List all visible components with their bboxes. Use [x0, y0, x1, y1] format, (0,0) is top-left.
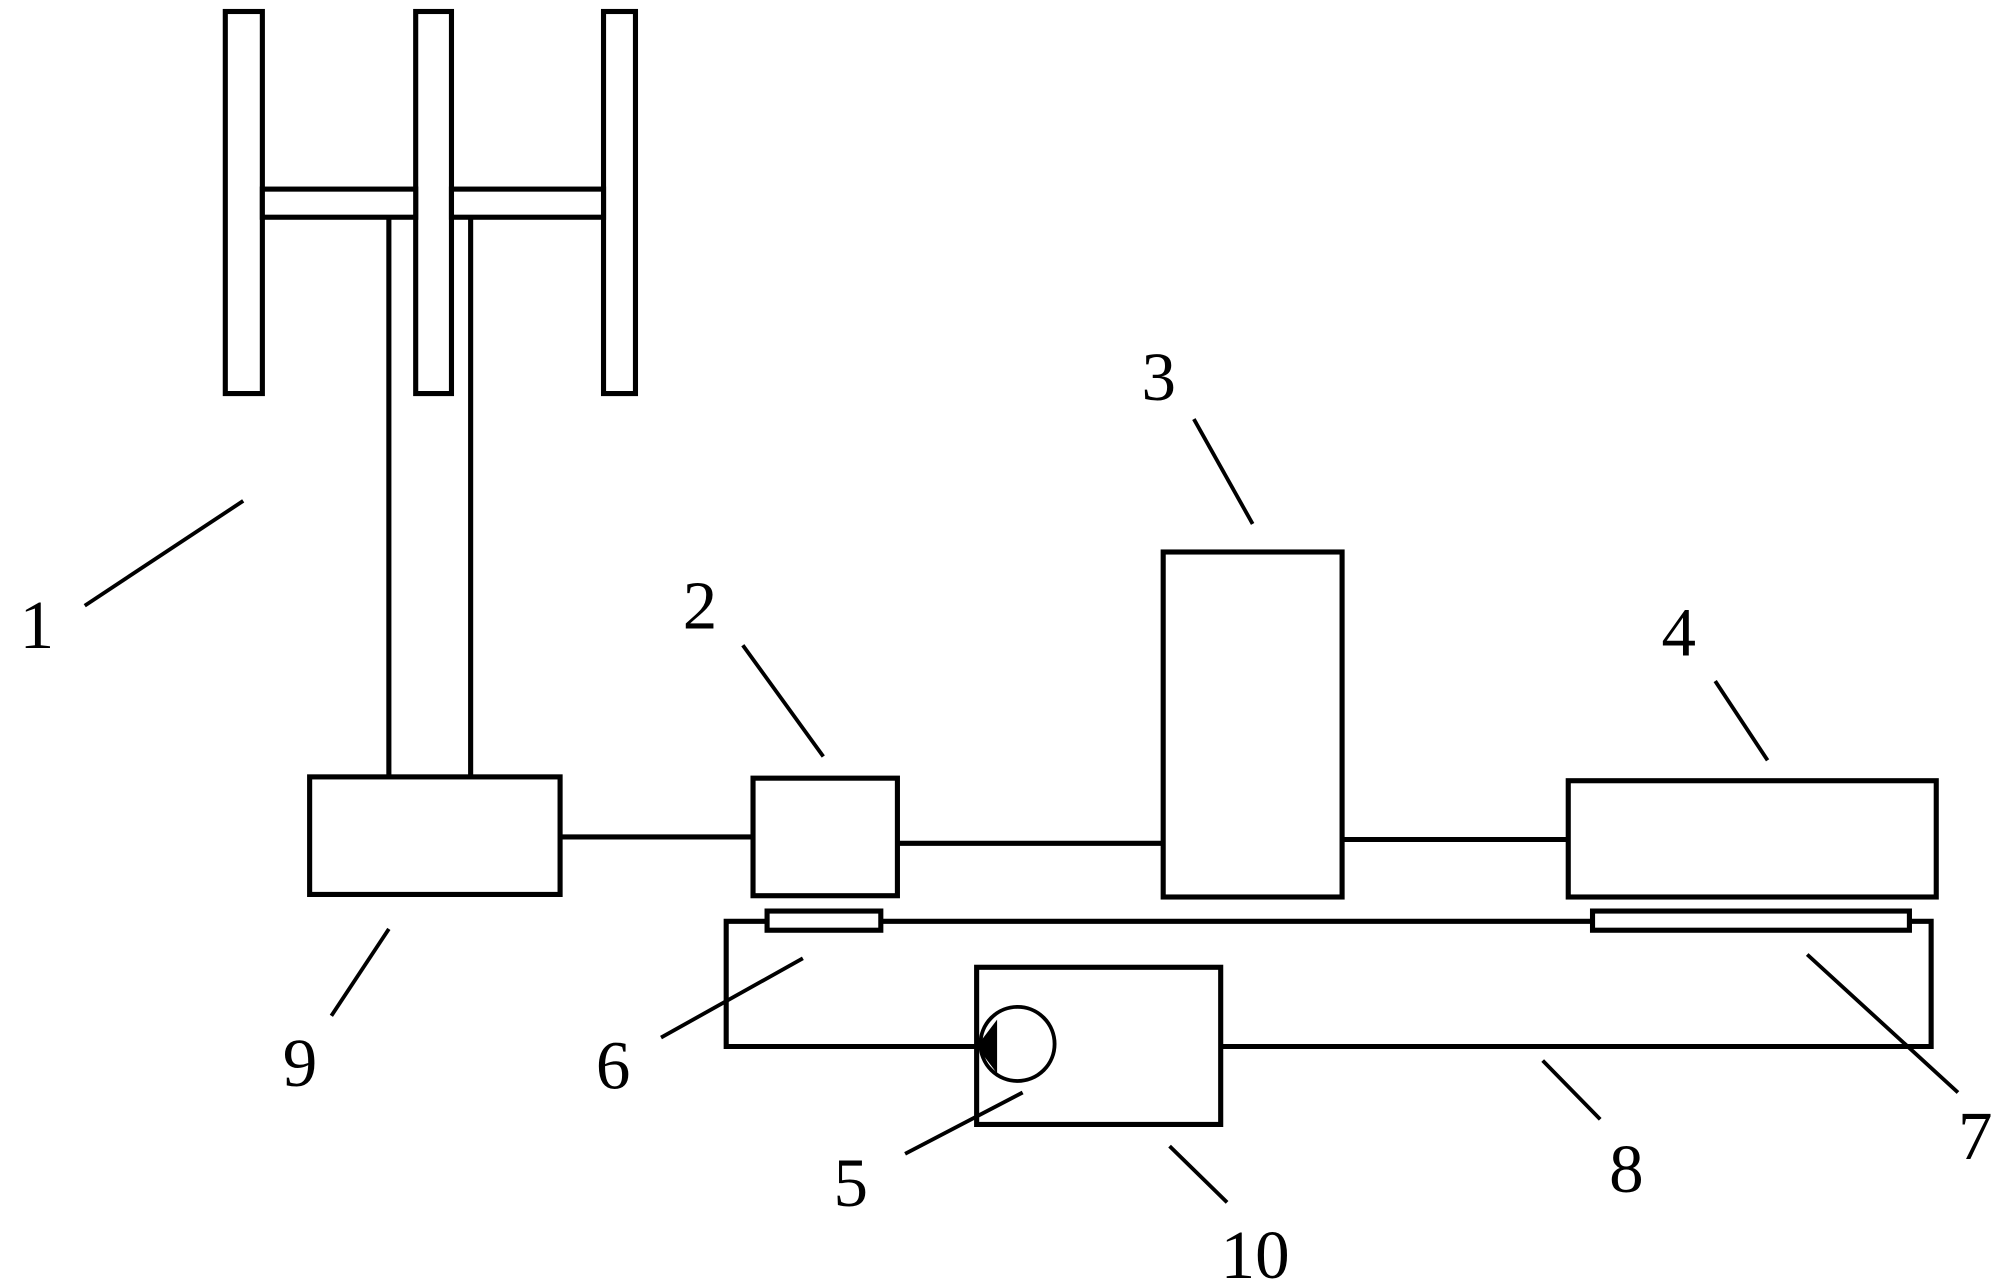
turbine-arm-right [448, 186, 607, 220]
reference-labels: 1 2 3 4 5 6 7 8 9 10 [20, 339, 1993, 1288]
label-8: 8 [1609, 1131, 1644, 1207]
unit-box-4 [1565, 778, 1939, 900]
pipe-left-segment [723, 918, 977, 1050]
controller-box-2 [750, 775, 900, 899]
leader-lines [83, 418, 1960, 1204]
leader-line-7 [1805, 953, 1960, 1094]
turbine-blade-left [222, 8, 265, 397]
plate-7 [1589, 908, 1912, 933]
label-2: 2 [683, 568, 718, 644]
storage-box-3 [1160, 549, 1345, 900]
label-6: 6 [596, 1028, 631, 1104]
label-3: 3 [1141, 339, 1176, 415]
label-9: 9 [283, 1025, 318, 1101]
pump-5 [976, 1004, 1057, 1083]
turbine-blade-center [413, 8, 455, 397]
pipe-loop-8 [723, 918, 1934, 1050]
label-5: 5 [834, 1145, 869, 1221]
leader-line-9 [329, 927, 391, 1017]
leader-line-4 [1713, 679, 1770, 762]
leader-line-10 [1168, 1144, 1229, 1204]
leader-line-5 [904, 1090, 1024, 1156]
label-4: 4 [1662, 595, 1697, 671]
leader-line-1 [83, 499, 245, 608]
leader-line-8 [1541, 1059, 1602, 1121]
label-10: 10 [1221, 1217, 1290, 1288]
pipe-right-segment [1220, 918, 1934, 1050]
generator-box-9 [307, 774, 563, 897]
plate-6 [764, 908, 884, 933]
wind-turbine [222, 8, 639, 777]
leader-line-3 [1192, 418, 1255, 525]
leader-line-6 [660, 956, 804, 1040]
tank-box-10 [974, 964, 1224, 1127]
label-7: 7 [1958, 1098, 1993, 1174]
pump-triangle [976, 1019, 998, 1074]
label-1: 1 [20, 587, 55, 663]
turbine-blade-right [600, 8, 639, 397]
leader-line-2 [741, 644, 825, 758]
turbine-arm-left [259, 186, 419, 220]
